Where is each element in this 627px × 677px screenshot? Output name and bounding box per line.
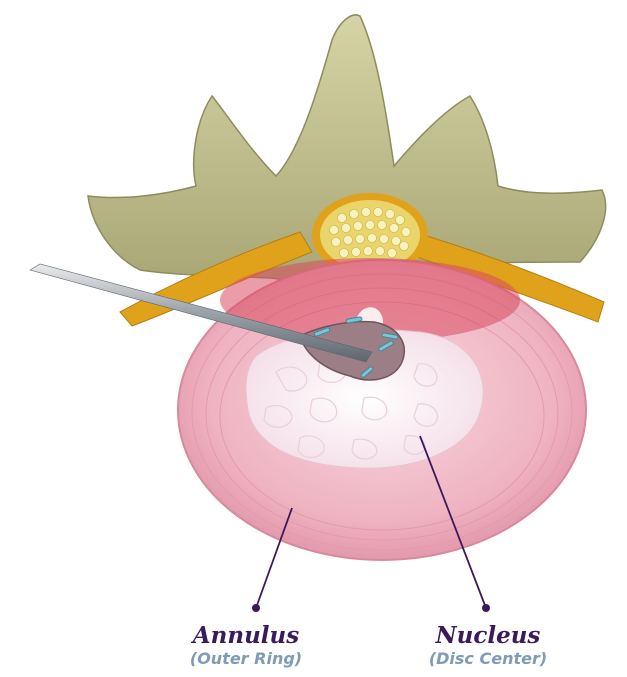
annulus-subtitle: (Outer Ring) xyxy=(146,649,346,669)
nucleus-subtitle: (Disc Center) xyxy=(388,649,588,669)
nucleus-leader-dot xyxy=(482,604,490,612)
annulus-label: Annulus (Outer Ring) xyxy=(146,623,346,669)
nucleus-title: Nucleus xyxy=(388,623,588,649)
nucleus-label: Nucleus (Disc Center) xyxy=(388,623,588,669)
annulus-title: Annulus xyxy=(146,623,346,649)
annulus-leader-dot xyxy=(252,604,260,612)
